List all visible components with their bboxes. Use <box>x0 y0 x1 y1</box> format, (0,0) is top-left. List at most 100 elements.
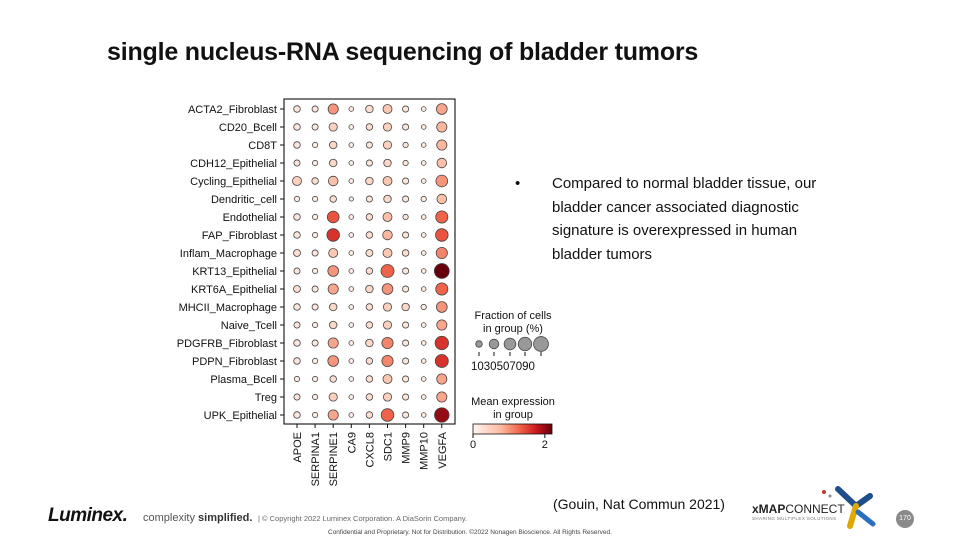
dot-PDGFRB_Fibroblast-APOE <box>293 339 301 347</box>
tagline-prefix: complexity <box>143 512 195 524</box>
dot-PDPN_Fibroblast-CA9 <box>348 358 355 364</box>
dot-FAP_Fibroblast-CA9 <box>348 232 355 238</box>
dot-PDGFRB_Fibroblast-SERPINE1 <box>327 337 339 349</box>
citation: (Gouin, Nat Commun 2021) <box>553 496 725 512</box>
dot-FAP_Fibroblast-SDC1 <box>382 229 393 241</box>
dot-Cycling_Epithelial-APOE <box>292 176 302 186</box>
dot-KRT6A_Epithelial-APOE <box>293 285 301 293</box>
page-number: 170 <box>896 510 914 528</box>
size-legend-dot <box>488 338 500 350</box>
size-legend-labels: 1030507090 <box>471 361 535 373</box>
dot-FAP_Fibroblast-MMP9 <box>402 231 410 239</box>
dot-KRT6A_Epithelial-CXCL8 <box>365 284 374 294</box>
dot-KRT6A_Epithelial-MMP9 <box>402 285 410 293</box>
dot-Naive_Tcell-APOE <box>293 321 301 329</box>
dot-Endothelial-MMP10 <box>420 214 427 220</box>
size-legend-dot <box>533 336 549 352</box>
y-tick-label: PDPN_Fibroblast <box>192 356 277 368</box>
x-tick-label: MMP10 <box>419 432 431 470</box>
dot-ACTA2_Fibroblast-MMP9 <box>402 105 410 113</box>
dot-Treg-APOE <box>293 393 301 401</box>
dot-Endothelial-APOE <box>293 213 301 221</box>
dot-PDGFRB_Fibroblast-SDC1 <box>381 336 394 350</box>
dot-UPK_Epithelial-CA9 <box>348 412 355 418</box>
dot-Treg-MMP10 <box>420 394 427 400</box>
dot-CD20_Bcell-SDC1 <box>382 122 393 132</box>
y-tick-label: Dendritic_cell <box>211 194 277 206</box>
dot-CD20_Bcell-MMP10 <box>420 124 427 130</box>
dot-CDH12_Epithelial-SERPINA1 <box>312 159 319 167</box>
dot-PDGFRB_Fibroblast-MMP10 <box>420 340 427 346</box>
dot-Endothelial-SERPINE1 <box>326 210 340 224</box>
y-tick-label: CD8T <box>248 140 277 152</box>
dot-CDH12_Epithelial-SDC1 <box>383 158 392 168</box>
color-legend-subtitle: in group <box>493 409 533 421</box>
dot-CD8T-MMP9 <box>402 141 409 149</box>
dot-CD20_Bcell-APOE <box>293 123 301 131</box>
footer-confidential: Confidential and Proprietary. Not for Di… <box>328 529 612 536</box>
slide-title: single nucleus-RNA sequencing of bladder… <box>107 38 699 66</box>
dot-UPK_Epithelial-SERPINA1 <box>312 411 319 419</box>
x-tick-label: SERPINA1 <box>310 432 322 486</box>
dot-ACTA2_Fibroblast-SDC1 <box>382 104 393 114</box>
dot-Treg-SERPINA1 <box>312 393 319 401</box>
colorbar <box>472 423 553 435</box>
dot-MHCII_Macrophage-SERPINA1 <box>311 303 319 311</box>
dot-Dendritic_cell-MMP10 <box>420 195 427 203</box>
dot-CD20_Bcell-MMP9 <box>402 123 410 131</box>
y-tick-label: MHCII_Macrophage <box>179 302 277 314</box>
dot-CD8T-APOE <box>293 141 301 149</box>
y-tick-label: Treg <box>255 392 277 404</box>
dot-Endothelial-SDC1 <box>382 212 393 222</box>
dot-Endothelial-CA9 <box>348 214 355 220</box>
dot-Inflam_Macrophage-MMP9 <box>401 249 410 257</box>
dot-FAP_Fibroblast-CXCL8 <box>365 231 374 239</box>
dot-Endothelial-MMP9 <box>402 213 409 221</box>
y-tick-label: CD20_Bcell <box>219 122 277 134</box>
dot-KRT6A_Epithelial-MMP10 <box>420 286 427 292</box>
dot-UPK_Epithelial-MMP9 <box>402 411 410 419</box>
dot-MHCII_Macrophage-MMP10 <box>420 303 427 311</box>
dot-CD8T-SDC1 <box>382 140 393 150</box>
dot-CDH12_Epithelial-CA9 <box>348 160 355 166</box>
dot-Plasma_Bcell-SERPINE1 <box>329 375 337 383</box>
dot-UPK_Epithelial-CXCL8 <box>365 411 374 419</box>
dot-Plasma_Bcell-CXCL8 <box>365 375 374 383</box>
dot-CD20_Bcell-VEGFA <box>436 121 448 133</box>
dot-CD8T-SERPINE1 <box>329 140 338 150</box>
dot-KRT6A_Epithelial-CA9 <box>348 286 355 292</box>
dot-CDH12_Epithelial-MMP10 <box>420 160 427 166</box>
dot-FAP_Fibroblast-VEGFA <box>435 228 449 242</box>
dot-KRT13_Epithelial-SERPINA1 <box>312 267 319 275</box>
dot-Dendritic_cell-CA9 <box>348 196 354 202</box>
dot-Cycling_Epithelial-SERPINE1 <box>327 175 339 187</box>
dot-Dendritic_cell-SERPINE1 <box>329 195 337 203</box>
y-tick-label: Plasma_Bcell <box>210 374 277 386</box>
y-tick-label: Endothelial <box>223 212 277 224</box>
dot-Treg-SDC1 <box>382 392 393 402</box>
dot-PDGFRB_Fibroblast-MMP9 <box>402 339 410 347</box>
xmap-connect-logo: xMAPCONNECT <box>752 502 845 516</box>
dot-PDGFRB_Fibroblast-SERPINA1 <box>311 339 319 347</box>
dot-Treg-MMP9 <box>402 393 410 401</box>
y-tick-label: KRT6A_Epithelial <box>191 284 277 296</box>
xmap-bold: xMAP <box>752 502 786 516</box>
dot-Endothelial-CXCL8 <box>365 213 374 221</box>
colorbar-tick-label: 2 <box>542 439 548 451</box>
dot-Dendritic_cell-SDC1 <box>383 194 392 204</box>
dot-UPK_Epithelial-SERPINE1 <box>327 409 339 421</box>
y-tick-label: ACTA2_Fibroblast <box>188 104 277 116</box>
dot-KRT13_Epithelial-CXCL8 <box>365 267 374 275</box>
x-tick-label: MMP9 <box>401 432 413 464</box>
dot-MHCII_Macrophage-CXCL8 <box>365 303 374 311</box>
dot-CD8T-MMP10 <box>420 142 427 148</box>
y-tick-label: CDH12_Epithelial <box>190 158 277 170</box>
dot-Naive_Tcell-SDC1 <box>382 320 393 330</box>
dot-Naive_Tcell-SERPINE1 <box>329 320 338 330</box>
y-tick-label: Naive_Tcell <box>221 320 277 332</box>
dot-MHCII_Macrophage-MMP9 <box>401 302 410 312</box>
dot-MHCII_Macrophage-VEGFA <box>436 301 448 313</box>
size-legend-title: Fraction of cells <box>474 310 552 322</box>
dot-PDPN_Fibroblast-MMP9 <box>402 357 410 365</box>
